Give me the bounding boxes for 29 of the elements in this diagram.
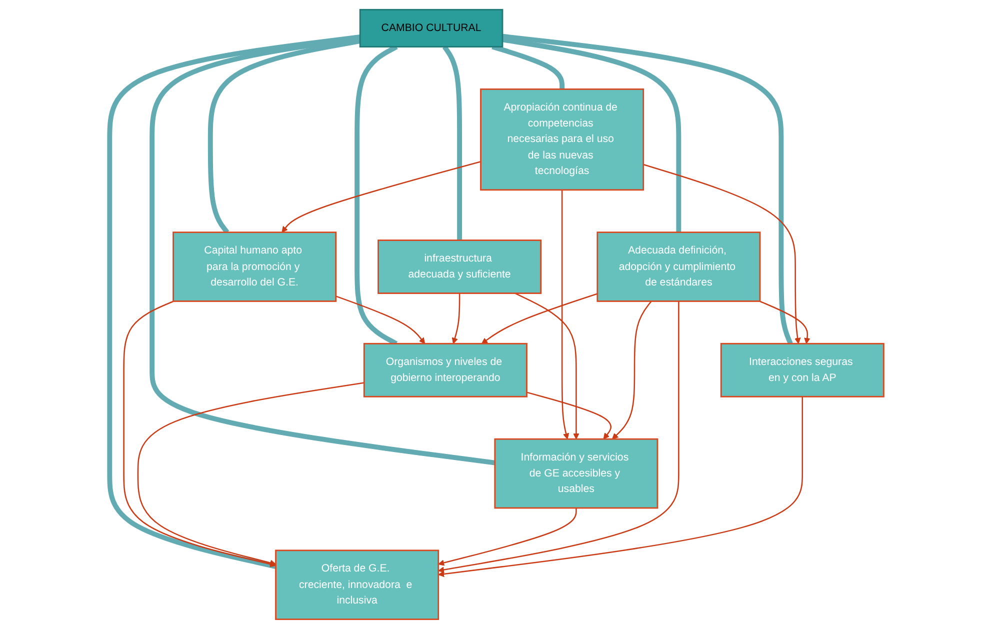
arrow: [438, 301, 680, 573]
arrow: [137, 382, 364, 566]
arrow: [335, 296, 425, 344]
arrow: [561, 190, 569, 440]
node-box: Información y servicios de GE accesibles y usables: [494, 438, 658, 509]
arrow: [438, 396, 803, 578]
arrow: [759, 300, 810, 344]
node-box: infraestructura adecuada y suficiente: [377, 240, 542, 294]
connector: [442, 45, 462, 240]
node-box: Apropiación continua de competencias necesarias para el uso de las nuevas tecnologías: [480, 88, 644, 191]
node-box: Organismos y niveles de gobierno interoperando: [363, 342, 528, 398]
node-box: Adecuada definición, adopción y cumplimiento de estándares: [596, 232, 760, 302]
arrow: [123, 300, 276, 568]
arrow: [514, 292, 580, 440]
arrow: [642, 164, 801, 344]
connector: [502, 37, 681, 232]
arrow: [281, 161, 481, 233]
arrow: [612, 300, 652, 440]
arrow: [438, 508, 577, 566]
connector: [107, 34, 360, 569]
connector: [208, 38, 360, 234]
node-box: Interacciones seguras en y con la AP: [720, 342, 884, 398]
arrow: [452, 293, 460, 344]
arrow: [526, 392, 612, 440]
node-box: Capital humano apto para la promoción y desarrollo del G.E.: [172, 232, 336, 302]
node-box: CAMBIO CULTURAL: [359, 8, 503, 48]
node-box: Oferta de G.E. creciente, innovadora e inclusiva: [274, 550, 439, 620]
connector: [502, 34, 793, 345]
arrow: [481, 293, 598, 344]
